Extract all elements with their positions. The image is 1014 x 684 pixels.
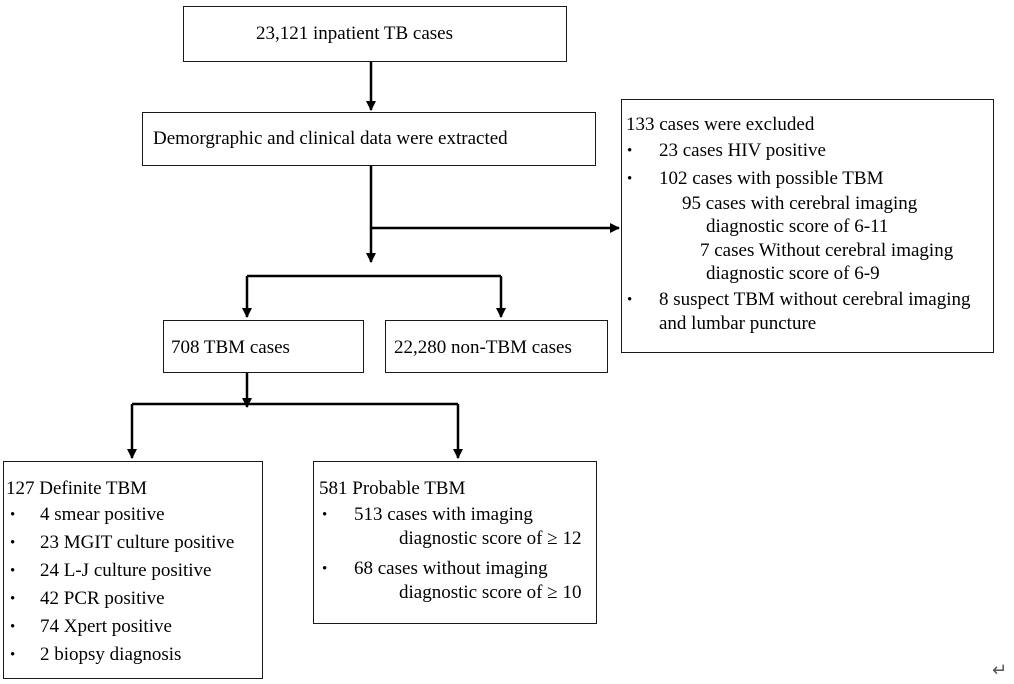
definite-item: 4 smear positive: [40, 504, 165, 525]
bullet-icon: •: [10, 507, 16, 523]
bullet-icon: •: [10, 647, 16, 663]
excluded-item: 102 cases with possible TBM: [659, 168, 884, 189]
data-extracted-label: Demorgraphic and clinical data were extr…: [153, 128, 508, 149]
inpatient-cases-box: 23,121 inpatient TB cases: [183, 6, 567, 62]
excluded-subitem: diagnostic score of 6-9: [706, 263, 880, 284]
excluded-item-cont: and lumbar puncture: [659, 313, 817, 334]
bullet-icon: •: [10, 591, 16, 607]
non-tbm-cases-label: 22,280 non-TBM cases: [394, 337, 572, 358]
definite-tbm-title: 127 Definite TBM: [6, 478, 148, 499]
bullet-icon: •: [627, 292, 633, 308]
definite-item: 23 MGIT culture positive: [40, 532, 235, 553]
tbm-cases-box: 708 TBM cases: [163, 320, 364, 373]
bullet-icon: •: [10, 619, 16, 635]
definite-item: 24 L-J culture positive: [40, 560, 212, 581]
probable-tbm-box: 581 Probable TBM • 513 cases with imagin…: [313, 461, 597, 624]
excluded-title: 133 cases were excluded: [626, 114, 815, 135]
definite-item: 2 biopsy diagnosis: [40, 644, 182, 665]
definite-item: 74 Xpert positive: [40, 616, 172, 637]
definite-tbm-box: 127 Definite TBM • 4 smear positive • 23…: [3, 461, 263, 679]
bullet-icon: •: [322, 507, 328, 523]
excluded-box: 133 cases were excluded • 23 cases HIV p…: [621, 99, 994, 353]
excluded-subitem: 7 cases Without cerebral imaging: [700, 240, 954, 261]
tbm-cases-label: 708 TBM cases: [171, 337, 290, 358]
bullet-icon: •: [322, 561, 328, 577]
excluded-subitem: diagnostic score of 6-11: [706, 216, 889, 237]
probable-item: 513 cases with imaging: [354, 504, 533, 525]
definite-item: 42 PCR positive: [40, 588, 165, 609]
probable-item-cont: diagnostic score of ≥ 12: [399, 528, 582, 549]
probable-tbm-title: 581 Probable TBM: [319, 478, 466, 499]
probable-item-cont: diagnostic score of ≥ 10: [399, 582, 582, 603]
excluded-subitem: 95 cases with cerebral imaging: [682, 193, 918, 214]
excluded-item: 23 cases HIV positive: [659, 140, 826, 161]
bullet-icon: •: [627, 171, 633, 187]
probable-item: 68 cases without imaging: [354, 558, 548, 579]
bullet-icon: •: [10, 563, 16, 579]
bullet-icon: •: [10, 535, 16, 551]
bullet-icon: •: [627, 143, 633, 159]
inpatient-cases-label: 23,121 inpatient TB cases: [256, 23, 454, 44]
excluded-item: 8 suspect TBM without cerebral imaging: [659, 289, 971, 310]
non-tbm-cases-box: 22,280 non-TBM cases: [385, 320, 608, 373]
data-extracted-box: Demorgraphic and clinical data were extr…: [142, 112, 596, 166]
return-mark-icon: ↵: [992, 660, 1008, 681]
